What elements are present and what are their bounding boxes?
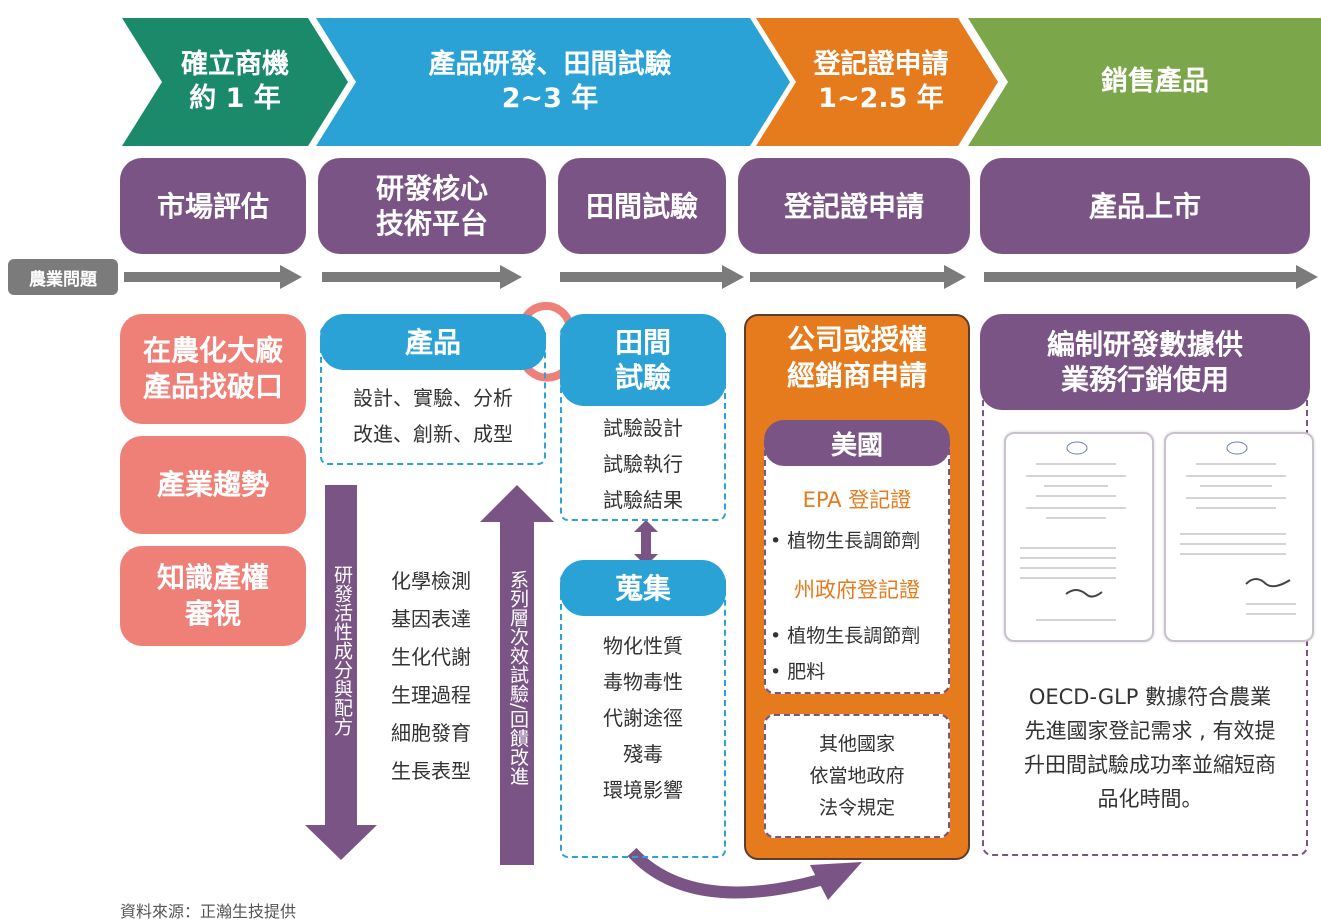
field-trial-title: 田間 試驗 <box>560 314 726 406</box>
feedback-up-label: 系列層次效試驗/回饋改進 <box>507 570 529 786</box>
stage-chevron-1 <box>122 18 348 146</box>
state-item-2: • 肥料 <box>770 661 826 683</box>
phase-1-label: 市場評估 <box>156 189 269 223</box>
phase-core-platform: 研發核心 技術平台 <box>318 158 546 254</box>
registration-title: 公司或授權 經銷商申請 <box>744 322 970 394</box>
issue-box-2: 產業趨勢 <box>120 436 306 534</box>
market-desc-line2: 先進國家登記需求 , 有效提 <box>1024 719 1276 743</box>
phase-4-label: 登記證申請 <box>783 189 924 223</box>
market-title-line1: 編制研發數據供 <box>1046 328 1243 361</box>
research-item-3: 生化代謝 <box>391 645 471 669</box>
market-desc-line1: OECD-GLP 數據符合農業 <box>1028 685 1272 709</box>
field-trial-items: 試驗設計 試驗執行 試驗結果 <box>560 410 726 518</box>
field-trial-item-2: 試驗執行 <box>603 452 683 476</box>
collection-title: 蒐集 <box>560 560 726 616</box>
other-item-1: 其他國家 <box>818 733 895 755</box>
market-description: OECD-GLP 數據符合農業 先進國家登記需求 , 有效提 升田間試驗成功率並… <box>990 680 1310 816</box>
research-item-4: 生理過程 <box>391 683 471 707</box>
market-title: 編制研發數據供 業務行銷使用 <box>980 314 1310 410</box>
stage-chevron-3 <box>756 18 998 146</box>
product-title: 產品 <box>320 314 546 370</box>
usa-title: 美國 <box>764 420 950 466</box>
collection-item-4: 殘毒 <box>623 742 663 766</box>
stage-1-line1: 確立商機 <box>181 49 289 81</box>
stage-2-label: 產品研發、田間試驗 2~3 年 <box>360 30 740 134</box>
product-title-text: 產品 <box>404 325 461 359</box>
collection-title-text: 蒐集 <box>614 571 671 605</box>
collection-item-1: 物化性質 <box>603 634 683 658</box>
research-item-6: 生長表型 <box>391 759 471 783</box>
state-label: 州政府登記證 <box>794 578 920 602</box>
issue-box-1: 在農化大廠 產品找破口 <box>120 314 306 424</box>
research-down-label: 研發活性成分與配方 <box>331 565 353 736</box>
collection-item-5: 環境影響 <box>603 778 683 802</box>
source-note: 資料來源：正瀚生技提供 <box>120 902 297 921</box>
issue-3-line1: 知識產權 <box>156 560 269 594</box>
issue-box-3: 知識產權 審視 <box>120 546 306 646</box>
market-desc-line4: 品化時間。 <box>1097 787 1203 811</box>
issue-1-line1: 在農化大廠 <box>142 333 283 367</box>
research-list: 化學檢測 基因表達 生化代謝 生理過程 細胞發育 生長表型 <box>376 562 486 790</box>
research-item-1: 化學檢測 <box>391 569 471 593</box>
other-item-2: 依當地政府 <box>809 765 905 787</box>
other-countries-items: 其他國家 依當地政府 法令規定 <box>764 728 950 824</box>
other-item-3: 法令規定 <box>818 797 895 819</box>
issue-2-line1: 產業趨勢 <box>156 467 269 501</box>
phase-market-assessment: 市場評估 <box>120 158 306 254</box>
issue-3-line2: 審視 <box>184 597 241 630</box>
market-desc-line3: 升田間試驗成功率並縮短商 <box>1024 753 1276 777</box>
issue-1-line2: 產品找破口 <box>142 370 283 403</box>
state-item-1: • 植物生長調節劑 <box>770 625 921 647</box>
phase-2-line1: 研發核心 <box>375 172 488 205</box>
field-trial-item-3: 試驗結果 <box>603 488 683 512</box>
product-item-1: 設計、實驗、分析 <box>353 386 513 410</box>
feedback-up-arrow <box>480 485 554 865</box>
stage-3-label: 登記證申請 1~2.5 年 <box>796 30 966 134</box>
stage-1-line2: 約 1 年 <box>189 83 281 114</box>
collection-item-3: 代謝途徑 <box>603 706 683 730</box>
collection-item-2: 毒物毒性 <box>603 670 683 694</box>
research-item-5: 細胞發育 <box>391 721 471 745</box>
phase-registration: 登記證申請 <box>738 158 970 254</box>
phase-3-label: 田間試驗 <box>585 189 698 223</box>
collection-items: 物化性質 毒物毒性 代謝途徑 殘毒 環境影響 <box>560 628 726 808</box>
flow-arrows <box>124 265 1318 289</box>
stage-chevron-2 <box>316 18 790 146</box>
certificate-image-1 <box>1004 432 1154 642</box>
phase-5-label: 產品上市 <box>1088 189 1201 223</box>
field-trial-title-line1: 田間 <box>614 326 671 359</box>
certificate-image-2 <box>1164 432 1314 642</box>
market-title-line2: 業務行銷使用 <box>1060 363 1229 396</box>
flow-label: 農業問題 <box>8 259 118 295</box>
epa-items: • 植物生長調節劑 <box>770 526 950 553</box>
curved-arrow <box>627 847 862 900</box>
field-trial-title-line2: 試驗 <box>614 361 671 394</box>
stage-4-label: 銷售產品 <box>1010 30 1300 134</box>
usa-box <box>764 430 950 694</box>
research-item-2: 基因表達 <box>391 607 471 631</box>
stage-3-line1: 登記證申請 <box>813 49 949 81</box>
registration-title-line2: 經銷商申請 <box>786 359 927 392</box>
stage-4-line1: 銷售產品 <box>1101 66 1209 98</box>
product-items: 設計、實驗、分析 改進、創新、成型 <box>320 380 546 452</box>
field-trial-item-1: 試驗設計 <box>603 416 683 440</box>
stage-1-label: 確立商機 約 1 年 <box>165 30 305 134</box>
other-countries-box <box>764 714 950 838</box>
stage-3-line2: 1~2.5 年 <box>818 83 944 114</box>
stage-2-line2: 2~3 年 <box>501 83 599 114</box>
research-down-arrow <box>305 485 377 860</box>
epa-label: EPA 登記證 <box>802 488 912 512</box>
state-items: • 植物生長調節劑 • 肥料 <box>770 618 950 690</box>
registration-title-line1: 公司或授權 <box>786 323 927 356</box>
stage-chevron-4 <box>968 18 1321 146</box>
phase-product-launch: 產品上市 <box>980 158 1310 254</box>
product-item-2: 改進、創新、成型 <box>353 422 513 446</box>
phase-2-line2: 技術平台 <box>375 207 488 240</box>
stage-2-line1: 產品研發、田間試驗 <box>428 49 672 81</box>
phase-field-trial: 田間試驗 <box>558 158 726 254</box>
epa-item-1: • 植物生長調節劑 <box>770 530 921 552</box>
